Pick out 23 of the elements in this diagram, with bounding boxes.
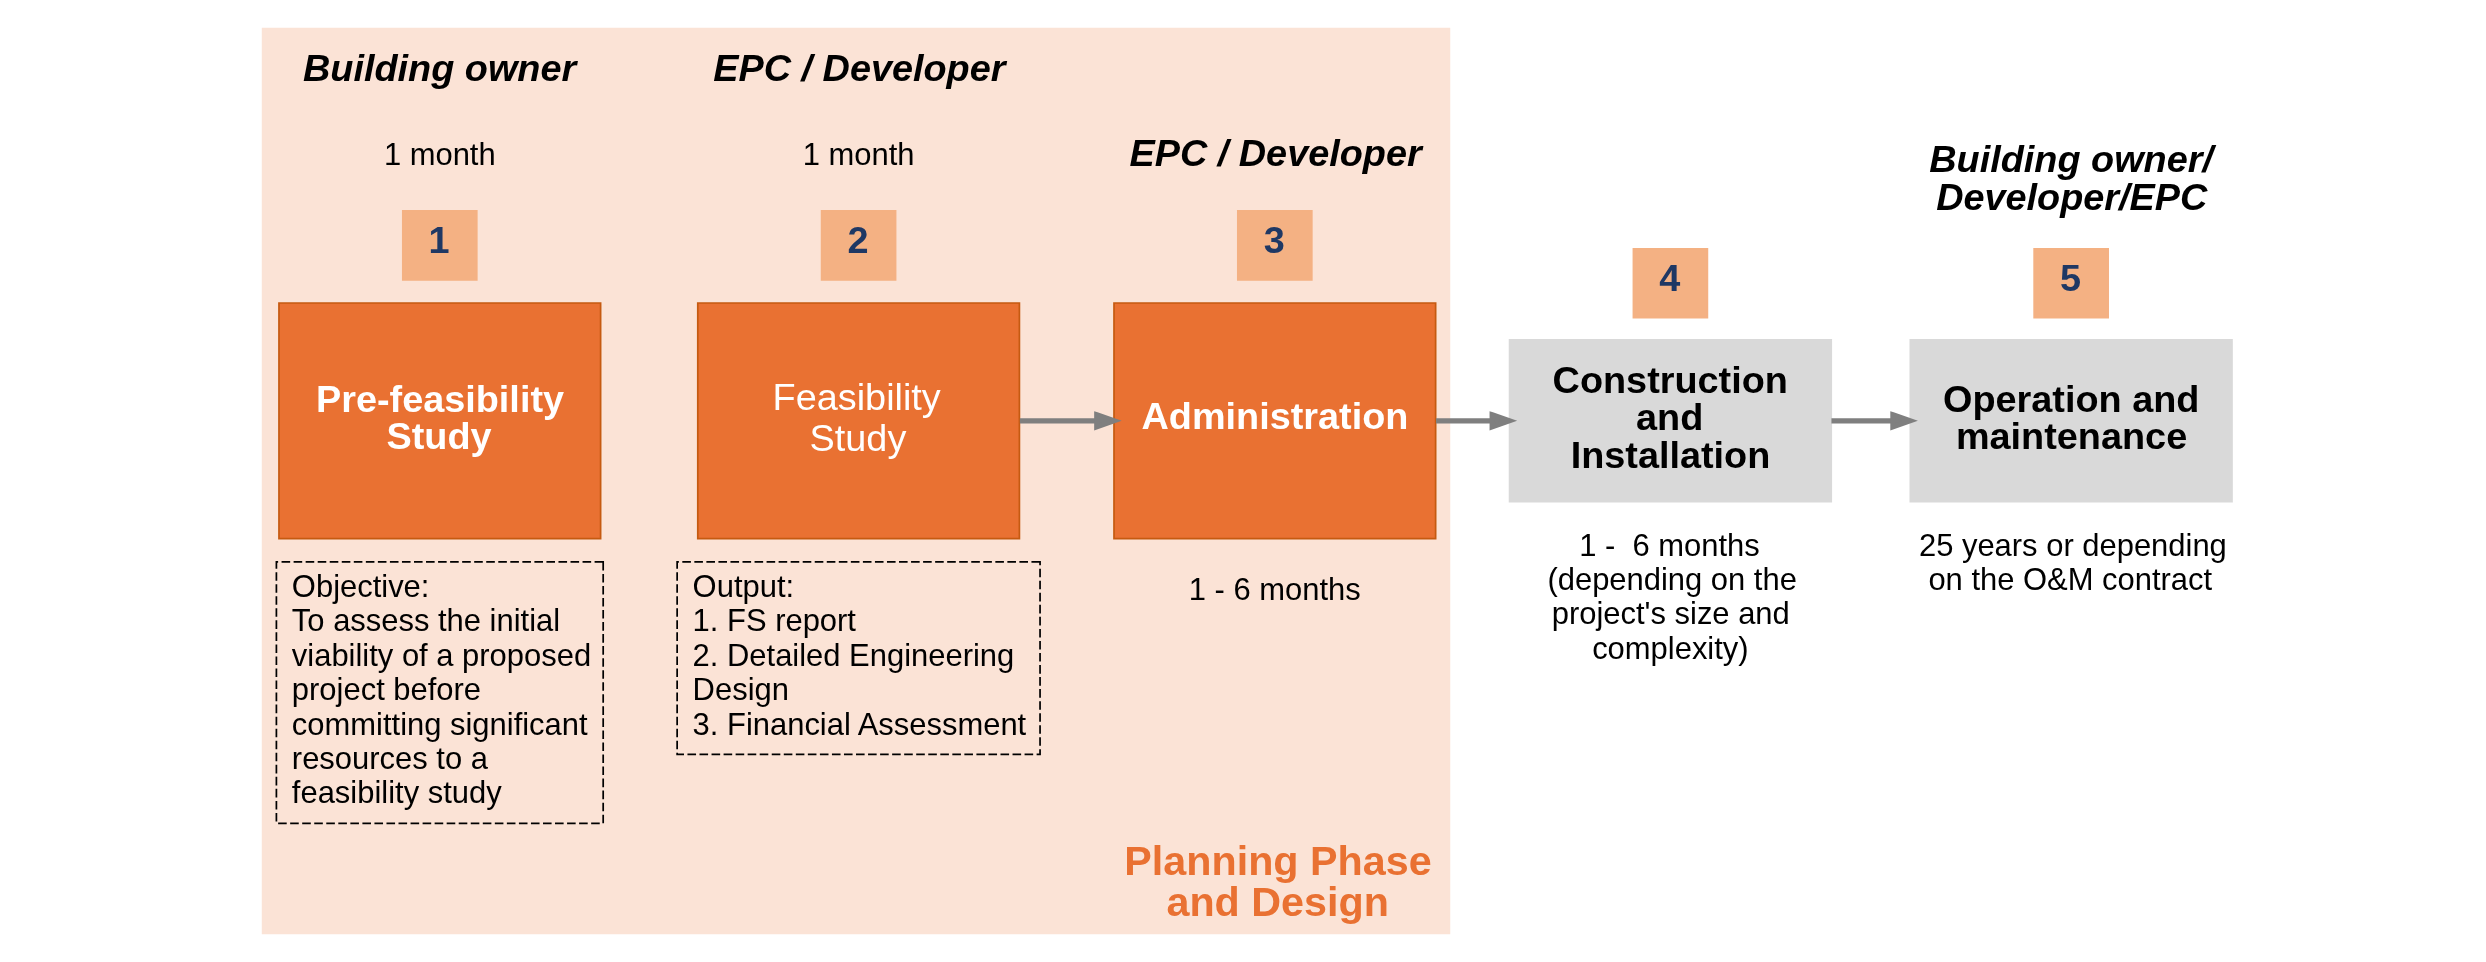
node-box: Objective: To assess the initial viability of a proposed project before committing significant resources to a feasibility study [275,561,605,825]
node-box: 2 [820,210,897,281]
node-label: 1 month [383,137,496,173]
node-box: 1 [401,210,478,281]
node-label: 1 - 6 months (depending on the project's size and complexity) [1547,527,1797,666]
node-box: Construction and Installation [1508,339,1833,503]
node-box: Feasibility Study [696,302,1021,540]
node-label: 1 month [802,137,915,173]
node-box: Output: 1. FS report 2. Detailed Engineering Design 3. Financial Assessment [676,561,1041,756]
node-box: 5 [2033,247,2109,319]
arrow [1831,411,1918,431]
node-box: Pre-feasibility Study [278,302,602,540]
node-box: Operation and maintenance [1909,339,2233,503]
node-label: 1 - 6 months [1188,572,1361,608]
node-label: 25 years or depending on the O&M contract [1918,527,2227,598]
node-box: Administration [1113,302,1437,540]
node-box: 3 [1237,210,1313,281]
node-label: EPC / Developer [1129,131,1422,174]
node-box: 4 [1632,247,1709,319]
node-label: EPC / Developer [713,47,1006,90]
node-label: Building owner [303,47,577,90]
arrow [1436,411,1518,431]
arrow [1019,411,1122,431]
